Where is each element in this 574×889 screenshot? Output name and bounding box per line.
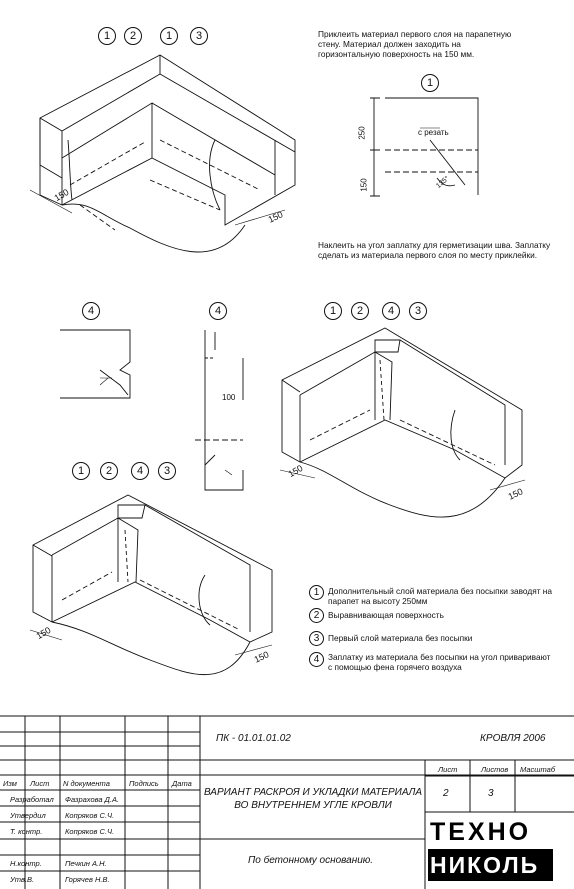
role: Утвердил xyxy=(10,811,46,820)
person: Копряков С.Ч. xyxy=(65,827,115,836)
callout-3: 3 xyxy=(190,27,208,45)
dim-250: 250 xyxy=(357,126,367,140)
patch-profile-view xyxy=(195,330,244,491)
sheets-count: 3 xyxy=(488,788,494,799)
callout-3: 3 xyxy=(158,462,176,480)
legend-text: Заплатку из материала без посыпки на уго… xyxy=(328,652,551,672)
callout-1: 1 xyxy=(98,27,116,45)
logo-top-text: ТЕХНО xyxy=(430,818,532,846)
cut-label: с резать xyxy=(418,128,449,137)
person: Горячев Н.В. xyxy=(65,875,110,884)
col-header: Подпись xyxy=(129,779,159,788)
legend-text: Дополнительный слой материала без посыпк… xyxy=(328,586,553,606)
callout-2: 2 xyxy=(100,462,118,480)
patch-cut-view xyxy=(60,329,131,399)
legend-text: Первый слой материала без посыпки xyxy=(328,633,473,643)
logo-bottom-text: НИКОЛЬ xyxy=(430,852,540,878)
project-name: КРОВЛЯ 2006 xyxy=(480,733,546,744)
legend-text: Выравнивающая поверхность xyxy=(328,610,444,620)
legend-num: 3 xyxy=(309,631,324,646)
legend-num: 2 xyxy=(309,608,324,623)
logo-bar xyxy=(428,849,553,881)
sheets-label: Листов xyxy=(481,765,509,774)
scale-label: Масштаб xyxy=(520,765,556,774)
dim-100: 100 xyxy=(222,393,236,402)
role: Н.контр. xyxy=(10,859,42,868)
legend-num: 1 xyxy=(309,585,324,600)
callout-detail: 1 xyxy=(421,74,439,92)
sheet-label: Лист xyxy=(438,765,458,774)
role: Разработал xyxy=(10,795,54,804)
col-header: Изм xyxy=(3,779,17,788)
callout-1: 1 xyxy=(324,302,342,320)
dim-150-detail: 150 xyxy=(359,178,369,192)
person: Копряков С.Ч. xyxy=(65,811,115,820)
note-patch: Наклеить на угол заплатку для герметизац… xyxy=(318,240,551,260)
col-header: Дата xyxy=(172,779,192,788)
title-block-frame xyxy=(0,715,574,889)
callout-2: 2 xyxy=(124,27,142,45)
col-header: Лист xyxy=(30,779,50,788)
callout-1: 1 xyxy=(160,27,178,45)
drawing-subtitle: По бетонному основанию. xyxy=(248,855,374,866)
doc-code: ПК - 01.01.01.02 xyxy=(216,733,291,744)
iso-view-bottom-left xyxy=(29,494,273,676)
note-top-right: Приклеить материал первого слоя на парап… xyxy=(318,29,512,59)
iso-view-top-left xyxy=(29,54,296,253)
iso-view-mid-right xyxy=(279,327,526,518)
sheet-number: 2 xyxy=(443,788,449,799)
cut-detail xyxy=(370,97,479,197)
callout-4: 4 xyxy=(131,462,149,480)
callout-3: 3 xyxy=(409,302,427,320)
callout-2: 2 xyxy=(351,302,369,320)
person: Печкин А.Н. xyxy=(65,859,107,868)
role: Т. контр. xyxy=(10,827,43,836)
callout-4b: 4 xyxy=(209,302,227,320)
callout-4: 4 xyxy=(382,302,400,320)
col-header: N документа xyxy=(63,779,110,788)
role: Утв.В. xyxy=(10,875,35,884)
person: Фазрахова Д.А. xyxy=(65,795,120,804)
drawing-title: ВАРИАНТ РАСКРОЯ И УКЛАДКИ МАТЕРИАЛА ВО В… xyxy=(203,787,423,811)
callout-4a: 4 xyxy=(82,302,100,320)
legend-num: 4 xyxy=(309,652,324,667)
callout-1: 1 xyxy=(72,462,90,480)
